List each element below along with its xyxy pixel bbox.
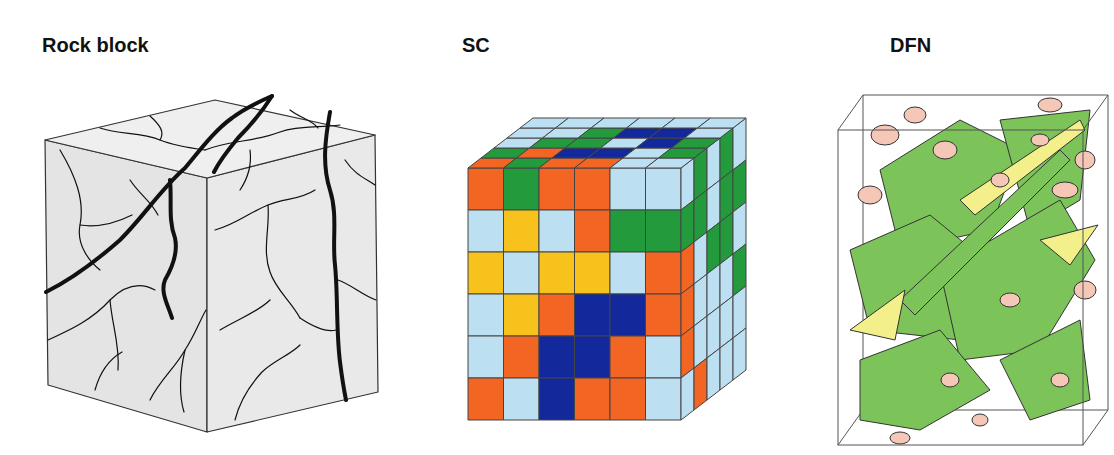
- panel-label: DFN: [890, 34, 931, 57]
- rock-cracks: [46, 96, 376, 420]
- rock-block-cube: [45, 100, 378, 432]
- sc-cube: [468, 118, 746, 420]
- dfn-front-edges: [838, 95, 1108, 445]
- panel-label: SC: [462, 34, 490, 57]
- dfn-back-edges: [838, 95, 1108, 445]
- dfn-fractures: [850, 98, 1098, 444]
- panel-label: Rock block: [42, 34, 149, 57]
